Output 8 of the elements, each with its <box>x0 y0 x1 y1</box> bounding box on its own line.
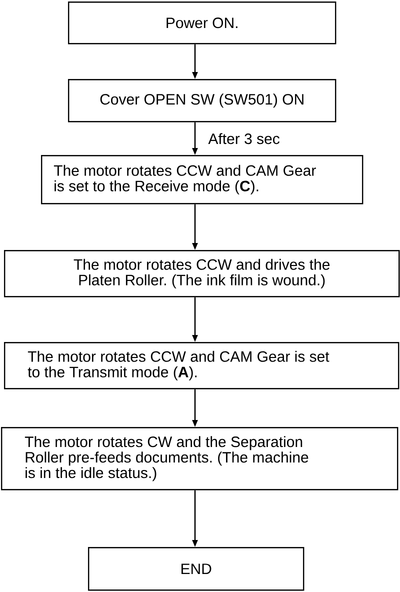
process-box: The motor rotates CCW and drives the Platen Roller. (The ink film is wound.) <box>4 250 400 298</box>
end-box: END <box>88 547 304 591</box>
edge-label: After 3 sec <box>207 132 281 146</box>
process-box: The motor rotates CCW and CAM Gear is set to the Receive mode (C). <box>41 155 364 204</box>
process-box: The motor rotates CCW and CAM Gear is set to the Transmit mode (A). <box>4 342 400 390</box>
process-box: The motor rotates CW and the Separation Roller pre-feeds documents. (The machine is in the idle status.) <box>1 427 398 490</box>
start-box: Power ON. <box>68 2 336 44</box>
process-box: Cover OPEN SW (SW501) ON <box>68 79 336 122</box>
